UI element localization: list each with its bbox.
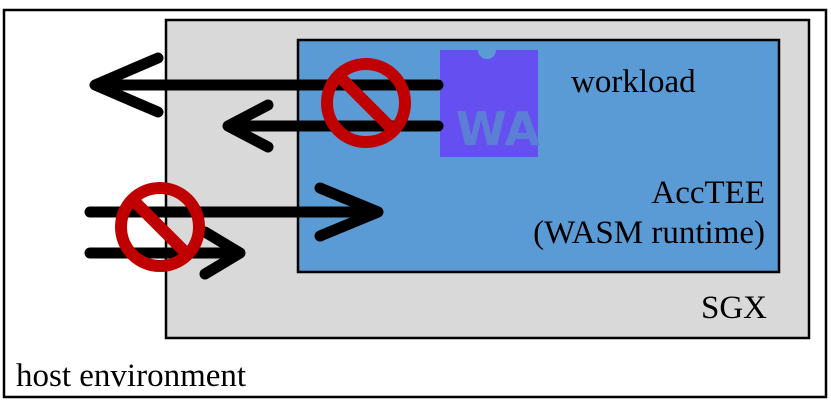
outgoing-arrow-long — [89, 52, 444, 118]
acctee-runtime-label: (WASM runtime) — [533, 215, 765, 251]
webassembly-logo-icon: WA — [440, 50, 541, 157]
block-sign-icon — [115, 182, 205, 272]
acctee-label: AccTEE — [651, 175, 765, 211]
host-environment-label: host environment — [16, 358, 246, 394]
block-sign-icon — [321, 58, 411, 148]
workload-label: workload — [571, 64, 696, 100]
acctee-box — [296, 38, 781, 274]
incoming-arrows — [84, 182, 384, 280]
sgx-label: SGX — [701, 290, 767, 326]
incoming-arrow-short — [84, 226, 246, 280]
wa-logo-text: WA — [456, 102, 541, 156]
